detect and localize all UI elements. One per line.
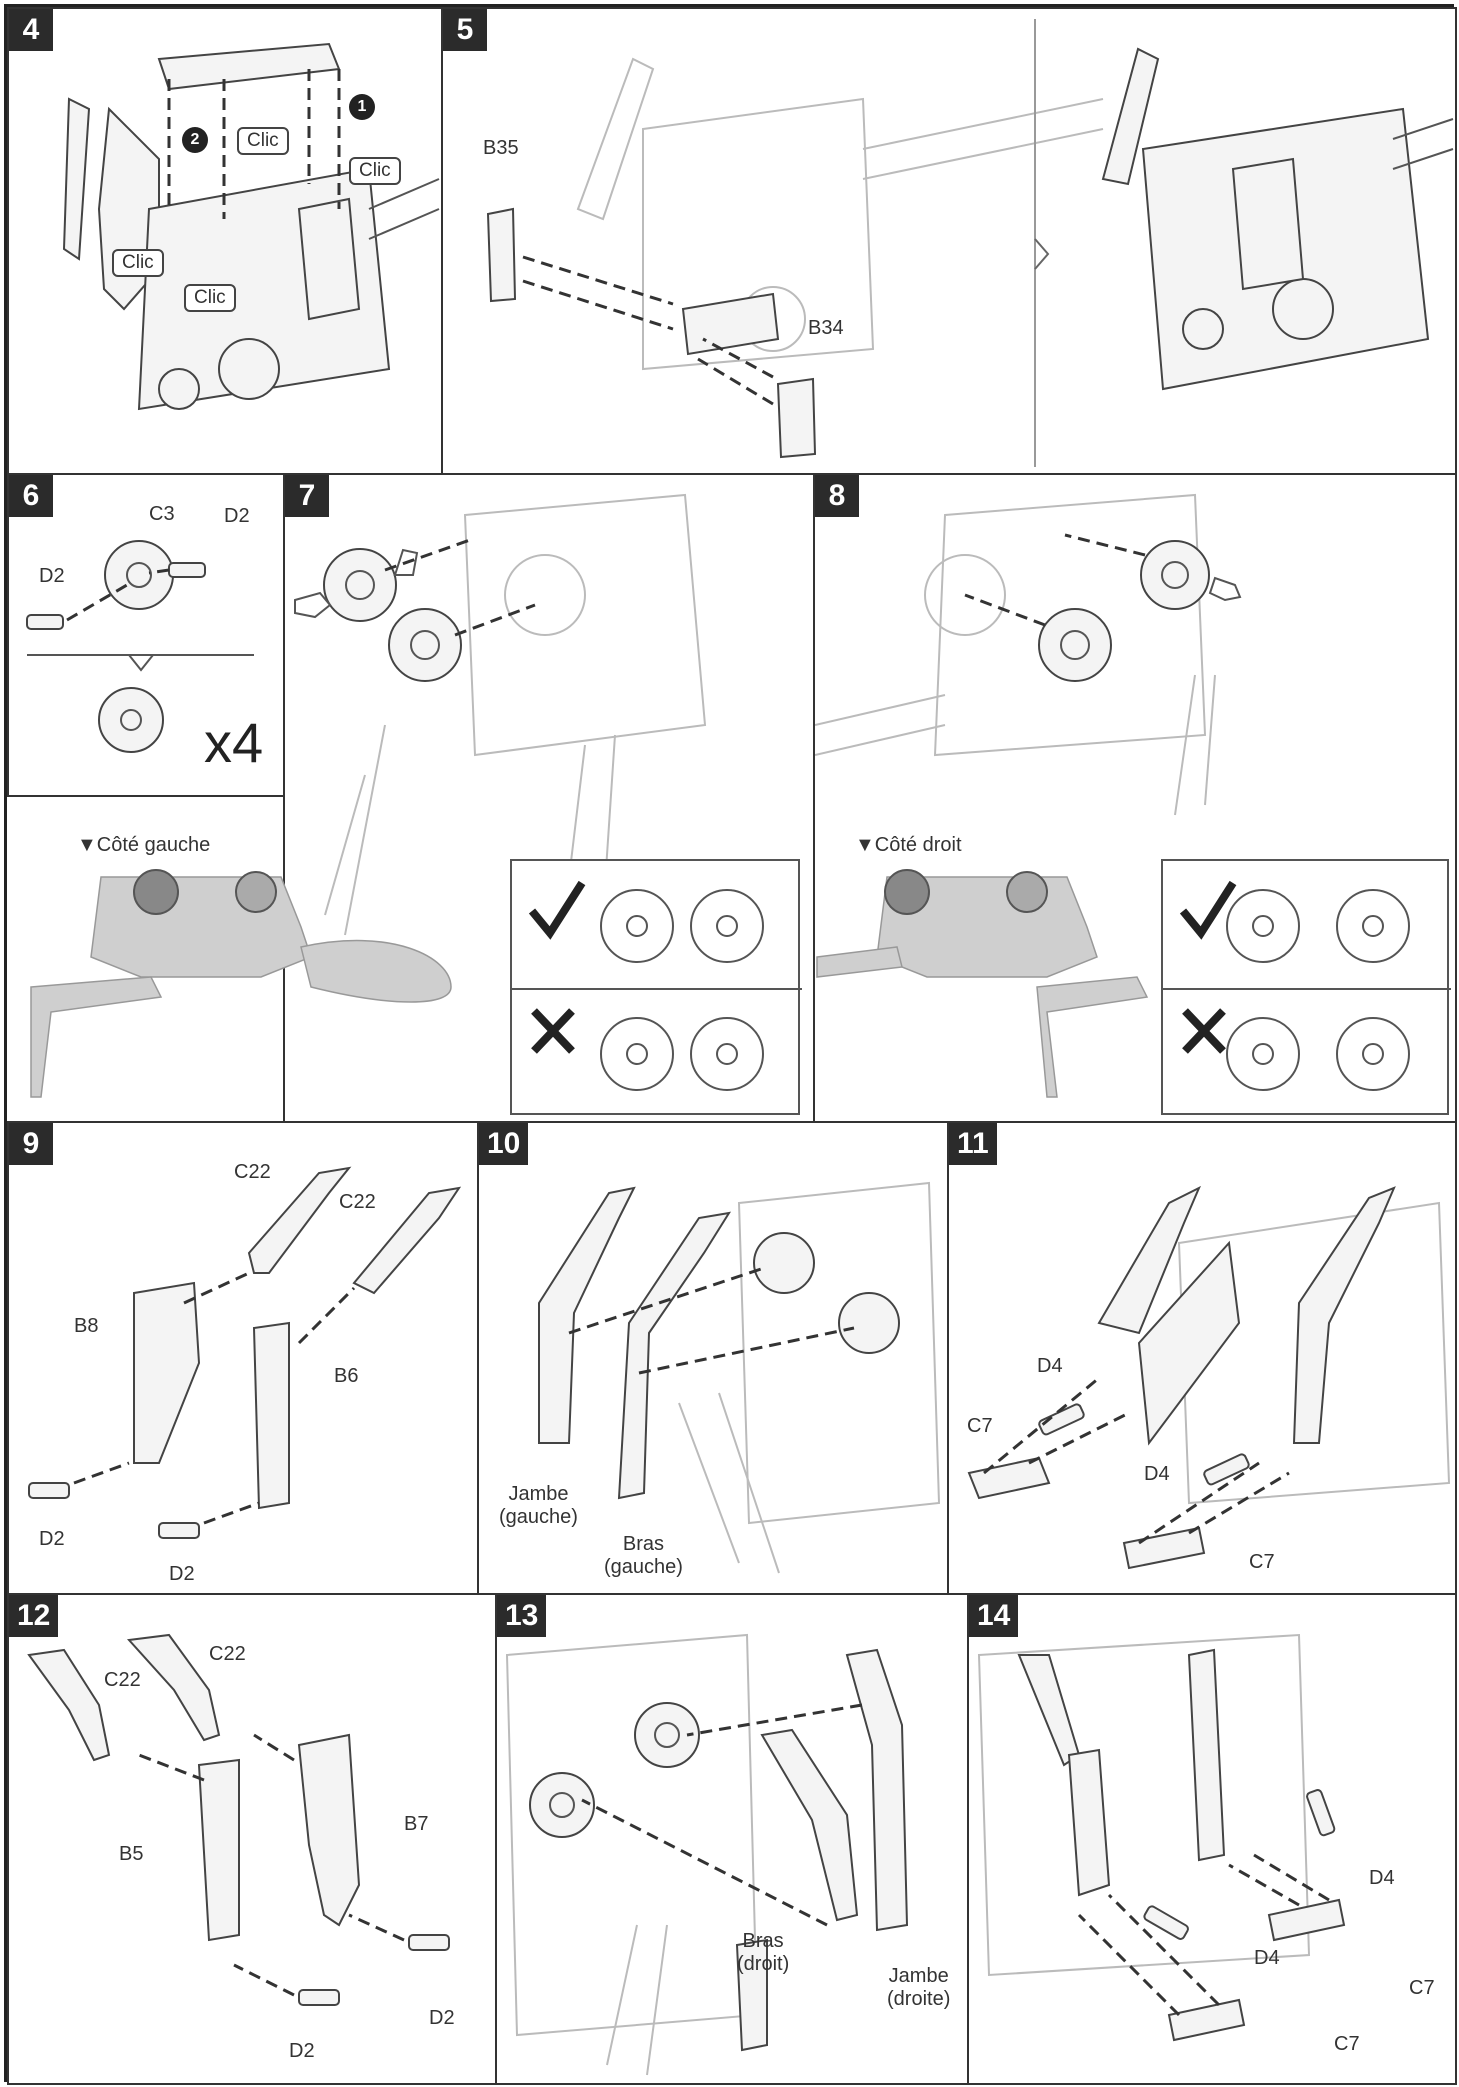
leg-right-label: Jambe (droite) xyxy=(887,1965,951,2010)
part-label-D2: D2 xyxy=(289,2040,315,2062)
step-4-panel: 4 Clic Clic Clic Clic 1 2 xyxy=(7,7,443,475)
part-label-C3: C3 xyxy=(149,503,175,525)
step-6-panel: 6 C3 D2 D2 x4 xyxy=(7,473,285,797)
part-label-C22: C22 xyxy=(234,1161,271,1183)
step-12-illustration xyxy=(27,1633,450,2006)
step-9-panel: 9 C22 C22 B8 B6 D2 D2 xyxy=(7,1121,481,1597)
step-13-illustration xyxy=(505,1633,909,2076)
step-4-illustration xyxy=(62,42,440,411)
step-number: 7 xyxy=(285,475,329,517)
part-label-C7: C7 xyxy=(967,1415,993,1437)
checkmark-icon xyxy=(1179,880,1237,940)
part-label-D4: D4 xyxy=(1369,1867,1395,1889)
clic-callout: Clic xyxy=(184,284,236,312)
clic-callout: Clic xyxy=(112,249,164,277)
step-12-panel: 12 C22 C22 B7 B5 D2 D2 xyxy=(7,1593,499,2085)
part-label-D2: D2 xyxy=(39,1528,65,1550)
left-side-orientation-diagram xyxy=(30,869,452,1098)
part-label-C7: C7 xyxy=(1409,1977,1435,1999)
order-marker-2: 2 xyxy=(182,127,208,153)
part-label-C22: C22 xyxy=(209,1643,246,1665)
step-11-illustration xyxy=(967,1185,1451,1570)
step-6-illustration xyxy=(26,540,254,753)
step-11-panel: 11 D4 C7 D4 C7 xyxy=(947,1121,1457,1597)
side-label-left: ▼Côté gauche xyxy=(77,834,211,856)
checkmark-icon xyxy=(528,880,586,940)
clic-callout: Clic xyxy=(349,157,401,185)
part-label-D4: D4 xyxy=(1037,1355,1063,1377)
step-number: 13 xyxy=(497,1595,547,1637)
step-5-panel: 5 B35 B34 xyxy=(441,7,1457,475)
quantity-label: x4 xyxy=(204,711,264,774)
step-9-illustration xyxy=(28,1166,462,1539)
order-marker-1: 1 xyxy=(349,94,375,120)
leg-left-label: Jambe (gauche) xyxy=(499,1483,578,1528)
pointing-hand-icon xyxy=(294,591,332,619)
part-label-C7: C7 xyxy=(1249,1551,1275,1573)
cross-icon xyxy=(531,1008,575,1054)
part-label-B34: B34 xyxy=(808,317,844,339)
step-number: 14 xyxy=(969,1595,1019,1637)
step-number: 8 xyxy=(815,475,859,517)
part-label-C7: C7 xyxy=(1334,2033,1360,2055)
right-orientation-check-box xyxy=(1161,859,1451,1115)
part-label-D4: D4 xyxy=(1254,1947,1280,1969)
left-orientation-check-box xyxy=(510,859,802,1115)
step-number: 5 xyxy=(443,9,487,51)
part-label-D2: D2 xyxy=(169,1563,195,1585)
part-label-B7: B7 xyxy=(404,1813,429,1835)
part-label-D2: D2 xyxy=(224,505,250,527)
part-label-D2: D2 xyxy=(39,565,65,587)
step-14-panel: 14 D4 D4 C7 C7 xyxy=(967,1593,1457,2085)
pointing-hand-icon xyxy=(1208,576,1242,602)
step-10-illustration xyxy=(538,1181,941,1574)
step-10-panel: 10 Jambe (gauche) Bras (gauche) xyxy=(477,1121,949,1597)
clic-callout: Clic xyxy=(237,127,289,155)
part-label-D4: D4 xyxy=(1144,1463,1170,1485)
step-number: 11 xyxy=(949,1123,997,1165)
step-number: 12 xyxy=(9,1595,59,1637)
part-label-C22: C22 xyxy=(339,1191,376,1213)
step-number: 6 xyxy=(9,475,53,517)
cross-icon xyxy=(1182,1008,1226,1054)
step-number: 4 xyxy=(9,9,53,51)
step-number: 10 xyxy=(479,1123,529,1165)
step-14-illustration xyxy=(977,1633,1346,2042)
step-number: 9 xyxy=(9,1123,53,1165)
arm-left-label: Bras (gauche) xyxy=(604,1533,683,1578)
part-label-C22: C22 xyxy=(104,1669,141,1691)
step-8-illustration xyxy=(815,493,1242,816)
part-label-B5: B5 xyxy=(119,1843,144,1865)
step-13-panel: 13 Bras (droit) Jambe (droite) xyxy=(495,1593,971,2085)
part-label-B35: B35 xyxy=(483,137,519,159)
arm-right-label: Bras (droit) xyxy=(737,1930,790,1975)
part-label-B8: B8 xyxy=(74,1315,99,1337)
part-label-D2: D2 xyxy=(429,2007,455,2029)
right-side-orientation-diagram xyxy=(816,869,1149,1098)
part-label-B6: B6 xyxy=(334,1365,359,1387)
instruction-page: 4 Clic Clic Clic Clic 1 2 5 xyxy=(4,4,1457,2085)
step-5-illustration xyxy=(486,19,1454,467)
side-label-right: ▼Côté droit xyxy=(855,834,962,856)
